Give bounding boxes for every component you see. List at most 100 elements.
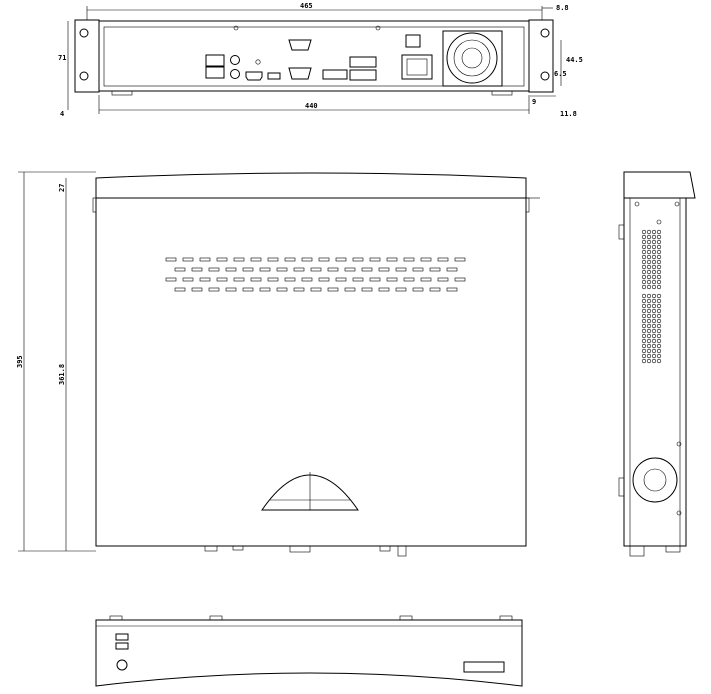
vent-hole [641,328,647,334]
screw-icon [656,219,662,225]
vent-slot [327,267,339,272]
vent-slot [182,277,194,282]
fan-grille-ring [453,39,491,77]
front-top-tab [209,615,223,621]
vent-slot [301,277,313,282]
vent-hole [641,298,647,304]
vent-slot [242,267,254,272]
vent-slot [225,267,237,272]
vent-hole [651,284,657,290]
vent-hole [651,249,657,255]
vent-slot [437,277,449,282]
vent-hole [646,298,652,304]
vent-slot [174,287,186,292]
dim-rear-bottom-offset: 4 [60,110,64,118]
vent-hole [641,313,647,319]
vent-slot [250,257,262,262]
rear-port-protrusion [289,545,311,553]
vent-slot [242,287,254,292]
vent-hole [651,318,657,324]
side-vent-holes [641,229,662,364]
vent-hole [641,318,647,324]
vent-hole [656,348,662,354]
vent-hole [646,284,652,290]
audio-jack-icon [230,69,240,79]
screw-icon [375,25,381,31]
vent-hole [646,338,652,344]
vent-hole [641,254,647,260]
side-rear-tab [618,224,625,240]
vent-hole [641,323,647,329]
vent-hole [646,279,652,285]
vent-hole [646,343,652,349]
power-switch-icon [405,34,421,48]
vent-hole [651,323,657,329]
vent-slot [352,257,364,262]
vent-hole [651,313,657,319]
dim-top-depth-body: 361.8 [58,364,66,385]
vent-hole [656,343,662,349]
vent-hole [651,274,657,280]
fan-grille-icon [446,32,498,84]
vent-slot [267,277,279,282]
vent-hole [641,343,647,349]
vent-slot [412,267,424,272]
rack-ear-hole-icon [540,28,550,38]
vent-slot [335,277,347,282]
vent-slot [335,257,347,262]
vent-hole [641,239,647,245]
vent-slot [225,287,237,292]
vent-hole [656,358,662,364]
side-front-bezel [623,171,696,199]
rear-foot [491,90,513,96]
lan-port-icon [205,66,225,79]
vent-slot [233,257,245,262]
vent-hole [646,318,652,324]
top-view: 395 361.8 27 [16,171,540,557]
vent-hole [641,259,647,265]
vent-slot [420,277,432,282]
vent-hole [646,244,652,250]
vent-slot [369,257,381,262]
vent-hole [641,269,647,275]
vent-hole [656,313,662,319]
vent-hole [641,358,647,364]
vent-hole [641,338,647,344]
dim-rear-right-lower: 11.8 [560,110,577,118]
rear-port-protrusion [397,545,407,557]
ground-screw-icon [255,59,261,65]
vent-slot [293,287,305,292]
vent-hole [651,234,657,240]
vga-port-icon [288,67,312,80]
vent-hole [641,249,647,255]
vent-slot [454,257,466,262]
vent-slot [446,287,458,292]
vent-hole [641,274,647,280]
side-foot [629,545,645,557]
vent-hole [656,323,662,329]
power-button-icon [116,659,128,671]
vent-hole [646,323,652,329]
vent-slot [174,267,186,272]
vent-hole [641,234,647,240]
dim-rear-width-total: 465 [300,2,313,10]
vent-slot [165,257,177,262]
screw-icon [674,201,680,207]
vent-slot [454,277,466,282]
vent-hole [641,229,647,235]
vent-slot [310,267,322,272]
front-top-tab [399,615,413,621]
screw-icon [676,441,682,447]
rack-ear-hole-icon [79,28,89,38]
rear-view: 465 8.8 71 4 6.5 44.5 9 11.8 440 [58,2,583,118]
dim-rear-width-body: 440 [305,102,318,110]
vent-slot [395,267,407,272]
vent-hole [646,313,652,319]
vent-hole [656,308,662,314]
vent-hole [651,348,657,354]
vent-slot [420,257,432,262]
vent-hole [646,333,652,339]
vent-slot [386,277,398,282]
vent-slot [284,257,296,262]
vent-hole [656,269,662,275]
